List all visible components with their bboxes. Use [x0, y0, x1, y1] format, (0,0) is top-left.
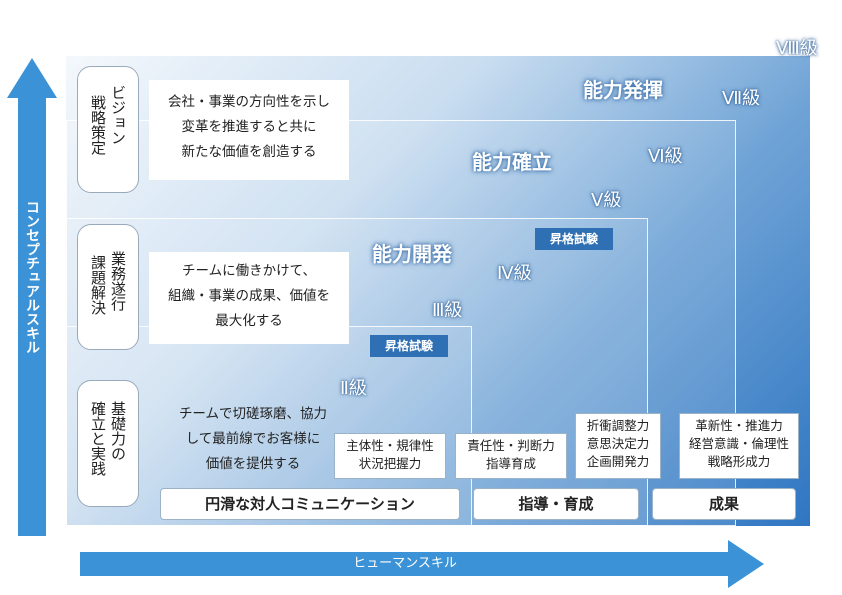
stage-label-establishment: 能力確立 [472, 150, 552, 174]
horizontal-axis-arrowhead [728, 540, 764, 588]
skill-item: 責任性・判断力 [467, 438, 555, 453]
row-vision-label-box: ビジョン 戦略策定 [77, 66, 139, 193]
row-execution-desc-line: チームに働きかけて、 [182, 263, 316, 279]
promotion-exam-badge: 昇格試験 [370, 335, 448, 357]
row-foundation-desc-line: 価値を提供する [205, 456, 301, 472]
row-execution-description: チームに働きかけて、 組織・事業の成果、価値を 最大化する [149, 252, 349, 344]
skill-box-grade4: 折衝調整力 意思決定力 企画開発力 [575, 413, 661, 479]
skill-box-grade5: 革新性・推進力 経営意識・倫理性 戦略形成力 [679, 413, 799, 479]
skill-item: 状況把握力 [358, 456, 422, 471]
row-foundation-description: チームで切磋琢磨、協力 して最前線でお客様に 価値を提供する [158, 402, 348, 482]
grade-label-7: Ⅶ級 [722, 88, 761, 109]
row-foundation-label-col2: 確立と実践 [89, 401, 107, 476]
row-foundation-desc-line: して最前線でお客様に [185, 431, 321, 447]
skill-item: 折衝調整力 [586, 418, 650, 433]
grade-label-8: Ⅷ級 [776, 38, 818, 59]
bar-results: 成果 [652, 488, 796, 520]
row-execution-label-box: 業務遂行 課題解決 [77, 224, 139, 350]
row-vision-desc-line: 新たな価値を創造する [181, 144, 317, 160]
skill-item: 企画開発力 [586, 454, 650, 469]
vertical-axis-arrow [18, 96, 46, 536]
skill-item: 革新性・推進力 [695, 418, 783, 433]
row-execution-label-col2: 課題解決 [89, 255, 107, 315]
grade-label-5: Ⅴ級 [591, 190, 622, 211]
skill-item: 指導育成 [485, 456, 536, 471]
skill-item: 戦略形成力 [707, 454, 771, 469]
promotion-exam-badge: 昇格試験 [535, 228, 613, 250]
horizontal-axis-arrow [80, 552, 730, 576]
grade-label-2: Ⅱ級 [340, 378, 367, 399]
row-execution-desc-line: 組織・事業の成果、価値を [168, 288, 330, 304]
horizontal-axis-label: ヒューマンスキル [353, 556, 457, 571]
vertical-axis-arrowhead [7, 58, 57, 98]
stage-label-demonstration: 能力発揮 [583, 78, 663, 102]
row-vision-label-col2: 戦略策定 [89, 95, 107, 155]
skill-box-grade2: 主体性・規律性 状況把握力 [334, 433, 446, 479]
row-vision-description: 会社・事業の方向性を示し 変革を推進すると共に 新たな価値を創造する [149, 80, 349, 180]
row-foundation-label-box: 基礎力の 確立と実践 [77, 380, 139, 507]
skill-item: 経営意識・倫理性 [688, 436, 789, 451]
row-vision-desc-line: 会社・事業の方向性を示し [168, 94, 330, 110]
skill-item: 意思決定力 [586, 436, 650, 451]
row-execution-label-col1: 業務遂行 [109, 251, 127, 311]
grade-label-3: Ⅲ級 [432, 300, 463, 321]
row-foundation-label-col1: 基礎力の [109, 401, 127, 461]
row-vision-label-col1: ビジョン [109, 85, 127, 145]
stage-label-development: 能力開発 [372, 242, 452, 266]
skill-item: 主体性・規律性 [346, 438, 434, 453]
bar-coaching: 指導・育成 [473, 488, 639, 520]
bar-communication: 円滑な対人コミュニケーション [160, 488, 460, 520]
row-foundation-desc-line: チームで切磋琢磨、協力 [178, 406, 328, 422]
vertical-axis-label: コンセプチュアルスキル [24, 200, 40, 354]
row-vision-desc-line: 変革を推進すると共に [181, 119, 317, 135]
row-execution-desc-line: 最大化する [215, 313, 283, 329]
skill-box-grade3: 責任性・判断力 指導育成 [455, 433, 567, 479]
grade-label-6: Ⅵ級 [648, 146, 683, 167]
grade-label-4: Ⅳ級 [497, 263, 532, 284]
